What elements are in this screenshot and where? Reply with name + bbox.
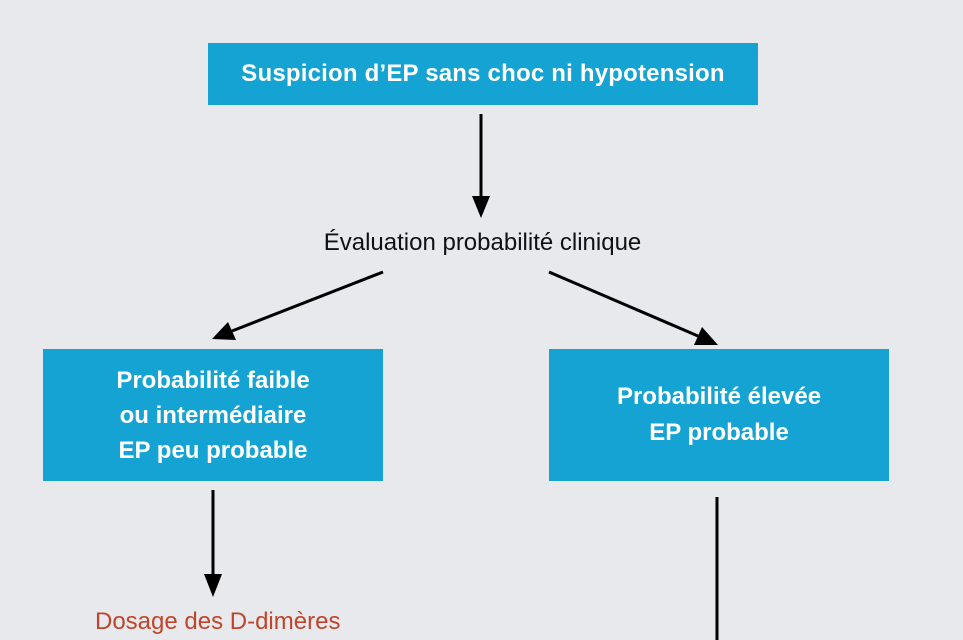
- arrow-start-to-evaluation: [472, 114, 490, 218]
- start-node-label: Suspicion d’EP sans choc ni hypotension: [241, 60, 725, 87]
- low-probability-line-3: EP peu probable: [118, 436, 308, 464]
- low-probability-node: Probabilité faible ou intermédiaire EP p…: [43, 349, 383, 481]
- high-probability-line-1: Probabilité élevée: [616, 383, 822, 410]
- low-probability-line-1: Probabilité faible: [116, 366, 310, 394]
- arrow-low-probability-to-ddimer: [204, 490, 222, 597]
- arrow-evaluation-to-high-probability: [548, 270, 718, 345]
- arrow-evaluation-to-low-probability: [212, 270, 384, 340]
- low-probability-line-2: ou intermédiaire: [119, 401, 307, 429]
- high-probability-line-2: EP probable: [649, 419, 789, 446]
- high-probability-node: Probabilité élevée EP probable: [549, 349, 889, 481]
- start-node-suspicion: Suspicion d’EP sans choc ni hypotension: [208, 43, 758, 105]
- ddimer-node: Dosage des D-dimères: [95, 608, 341, 635]
- evaluation-node: Évaluation probabilité clinique: [323, 229, 642, 256]
